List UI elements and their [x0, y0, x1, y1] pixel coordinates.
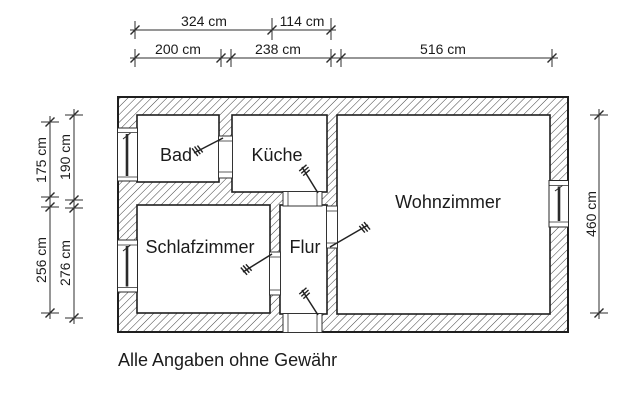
room-label-flur: Flur	[290, 237, 321, 257]
dim-label-190: 190 cm	[57, 134, 73, 180]
room-kueche	[231, 114, 328, 193]
dim-label-276: 276 cm	[57, 240, 73, 286]
dim-label-200: 200 cm	[155, 41, 201, 57]
room-schlafzimmer	[136, 204, 271, 314]
room-label-bad: Bad	[160, 145, 192, 165]
room-wohnzimmer	[336, 114, 551, 315]
dim-label-114: 114 cm	[280, 13, 325, 29]
dim-label-324: 324 cm	[181, 13, 227, 29]
room-label-schlafzimmer: Schlafzimmer	[145, 237, 254, 257]
disclaimer-text: Alle Angaben ohne Gewähr	[118, 350, 337, 370]
dim-label-460: 460 cm	[583, 191, 599, 237]
dim-label-516: 516 cm	[420, 41, 466, 57]
dim-label-256: 256 cm	[33, 237, 49, 283]
window-symbol-bad	[117, 127, 138, 182]
door-opening-bad-kueche	[218, 135, 233, 179]
building-shell	[117, 96, 569, 333]
window-symbol-schlafzimmer	[117, 239, 138, 293]
room-label-wohnzimmer: Wohnzimmer	[395, 192, 501, 212]
window-symbol-wohnzimmer	[548, 180, 569, 228]
room-bad	[136, 114, 220, 183]
door-opening-flur-wohnzimmer	[326, 205, 338, 249]
door-swing-icon-wohnzimmer	[329, 220, 372, 248]
door-swing-icon-schlafzimmer	[239, 253, 273, 277]
door-opening-entrance	[282, 313, 323, 333]
room-flur	[279, 204, 328, 315]
dimension-lines	[40, 18, 609, 324]
door-swing-icon-bad	[191, 137, 224, 158]
door-swing-icon-entrance	[297, 286, 319, 316]
room-label-kueche: Küche	[251, 145, 302, 165]
door-swing-icon-kueche	[297, 163, 319, 194]
dim-label-238: 238 cm	[255, 41, 301, 57]
dim-label-175: 175 cm	[33, 137, 49, 183]
door-opening-kueche-flur	[282, 191, 323, 207]
door-opening-schlafzimmer-flur	[269, 251, 281, 296]
